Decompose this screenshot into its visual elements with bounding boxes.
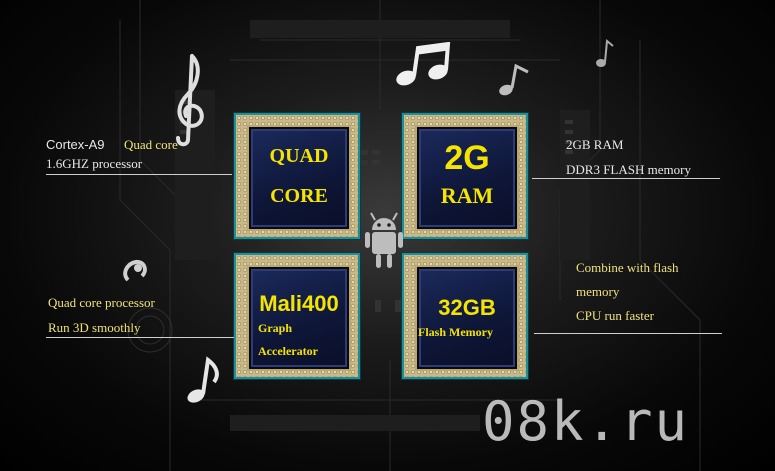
flash-chip-line1: 32GB (438, 295, 496, 320)
eighth-note-icon (187, 356, 219, 403)
eighth-note-icon (499, 63, 529, 96)
flash-chip-line2: Flash Memory (418, 325, 493, 339)
flash-chip: 32GB Flash Memory (402, 253, 528, 379)
ram-annotation-line2: DDR3 FLASH memory (566, 162, 691, 177)
flash-annotation-line2: memory (576, 284, 620, 299)
gpu-chip-line2: Graph (258, 321, 293, 335)
eighth-note-icon (596, 39, 614, 67)
cpu-chip: QUAD CORE (234, 113, 360, 239)
cpu-chip-line1: QUAD (269, 145, 329, 167)
eighth-notes-icon (396, 42, 451, 86)
cpu-annotation-underline (46, 174, 232, 175)
gpu-chip-line1: Mali400 (259, 291, 339, 316)
cpu-chip-line2: CORE (270, 185, 328, 207)
gpu-annotation-line1: Quad core processor (48, 295, 155, 310)
ram-chip-line1: 2G (444, 139, 490, 177)
treble-clef-icon (176, 54, 204, 147)
cpu-annotation-line2: 1.6GHZ processor (46, 156, 143, 171)
cpu-annotation-line1-a: Cortex-A9 (46, 137, 105, 152)
eighth-note-icon (123, 259, 147, 282)
ram-chip: 2G RAM (402, 113, 528, 239)
flash-annotation-underline (534, 333, 722, 334)
gpu-chip: Mali400 Graph Accelerator (234, 253, 360, 379)
flash-annotation-line1: Combine with flash (576, 260, 679, 275)
cpu-annotation-line1-b: Quad core (124, 137, 178, 152)
gpu-annotation-underline (46, 337, 234, 338)
gpu-chip-line3: Accelerator (258, 344, 318, 358)
gpu-annotation-line2: Run 3D smoothly (48, 320, 141, 335)
ram-chip-line2: RAM (440, 183, 494, 208)
ram-annotation-underline (532, 178, 720, 179)
android-robot-icon (365, 212, 403, 268)
flash-annotation-line3: CPU run faster (576, 308, 654, 323)
ram-annotation-line1: 2GB RAM (566, 137, 624, 152)
watermark: 08k.ru (482, 390, 690, 453)
